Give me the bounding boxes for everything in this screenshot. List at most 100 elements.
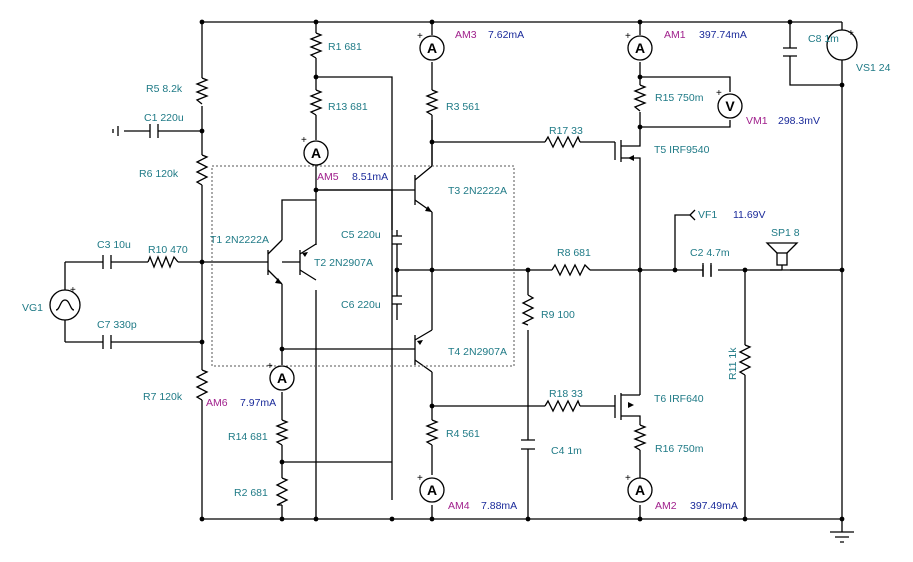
t2-emitter-arrow [302,252,308,257]
label-r18: R18 33 [549,388,583,400]
label-r1: R1 681 [328,41,362,53]
meter-plus-marks: + + + + + + + [267,31,722,484]
label-c6: C6 220u [341,299,381,311]
resistor-r9 [521,294,535,326]
label-r8: R8 681 [557,247,591,259]
resistor-r3 [425,89,439,116]
resistor-r13 [309,89,323,116]
label-r2: R2 681 [234,487,268,499]
label-r10: R10 470 [148,244,188,256]
resistor-r16 [633,424,647,451]
am2-plus: + [625,473,631,484]
resistor-r7 [195,369,209,401]
label-vs1: VS1 24 [856,62,891,74]
meter-am2-name: AM2 [655,500,677,512]
probe-vf1-icon [689,209,696,221]
label-r14: R14 681 [228,431,268,443]
t6-arrow [628,402,634,408]
meter-am5-name: AM5 [317,171,339,183]
label-t5: T5 IRF9540 [654,144,710,156]
label-t1: T1 2N2222A [210,234,269,246]
meter-am1-value: 397.74mA [699,29,747,41]
speaker-sp1 [765,242,799,270]
label-sp1: SP1 8 [771,227,800,239]
resistor-r11 [738,344,752,376]
voltage-source-vs1 [826,29,858,61]
am6-letter: A [277,370,287,386]
label-r16: R16 750m [655,443,704,455]
meter-am6-name: AM6 [206,397,228,409]
ammeter-am5-symbol [303,140,329,166]
t5-arrow [628,155,634,161]
capacitor-c2 [702,263,712,277]
ammeter-am3-symbol [419,35,445,61]
meter-symbols [269,35,743,503]
capacitor-c7 [102,335,112,349]
resistor-r15 [633,84,647,112]
meter-am2-value: 397.49mA [690,500,738,512]
label-r6: R6 120k [139,168,179,180]
meter-vm1-value: 298.3mV [778,115,820,127]
meter-am1-name: AM1 [664,29,686,41]
meter-am3-name: AM3 [455,29,477,41]
dotted-group-box [211,165,515,367]
label-r3: R3 561 [446,101,480,113]
resistor-r2 [275,477,289,506]
label-r9: R9 100 [541,309,575,321]
capacitors [102,47,797,349]
label-r11: R11 1k [727,347,739,380]
am5-plus: + [301,135,307,146]
vm1-plus: + [716,88,722,99]
label-t6: T6 IRF640 [654,393,704,405]
resistor-r8 [551,263,591,277]
label-vf1: VF1 [698,209,717,221]
meter-vf1-value: 11.69V [733,209,766,221]
t3-emitter-arrow [425,206,432,212]
label-t3: T3 2N2222A [448,185,507,197]
meter-am6-value: 7.97mA [240,397,276,409]
resistor-r4 [425,419,439,446]
signal-generator-vg1 [49,289,81,321]
resistor-r18 [544,399,581,413]
meter-letters: A A A A A A V [277,40,735,498]
ammeter-am1-symbol [627,35,653,61]
t1-emitter-arrow [275,278,282,284]
meter-am3-value: 7.62mA [488,29,524,41]
junction-dots [199,19,845,522]
capacitor-c1 [149,124,159,138]
label-r7: R7 120k [143,391,183,403]
meter-am4-name: AM4 [448,500,470,512]
am3-plus: + [417,31,423,42]
meter-vm1-name: VM1 [746,115,768,127]
ammeter-am4-symbol [419,477,445,503]
label-r15: R15 750m [655,92,704,104]
label-r13: R13 681 [328,101,368,113]
meter-am5-value: 8.51mA [352,171,388,183]
label-r17: R17 33 [549,125,583,137]
t4-emitter-arrow [417,340,423,345]
ammeter-am2-symbol [627,477,653,503]
resistor-r1 [309,32,323,59]
am3-letter: A [427,40,437,56]
vm1-letter: V [725,98,735,114]
transistor-arrows [275,155,634,408]
ammeter-am6-symbol [269,365,295,391]
meter-am4-value: 7.88mA [481,500,517,512]
label-c8: C8 1m [808,33,839,45]
label-c1: C1 220u [144,112,184,124]
meter-readouts: AM3 7.62mA AM1 397.74mA AM5 8.51mA VM1 2… [206,29,820,512]
resistor-r17 [544,135,581,149]
resistor-r6 [195,154,209,186]
label-c5: C5 220u [341,229,381,241]
capacitor-c8 [783,47,797,57]
am4-letter: A [427,482,437,498]
label-c3: C3 10u [97,239,131,251]
resistor-r14 [275,419,289,446]
label-c2: C2 4.7m [690,247,730,259]
label-r5: R5 8.2k [146,83,183,95]
voltmeter-vm1-symbol [717,93,743,119]
capacitor-c3 [102,255,112,269]
am2-letter: A [635,482,645,498]
am4-plus: + [417,473,423,484]
